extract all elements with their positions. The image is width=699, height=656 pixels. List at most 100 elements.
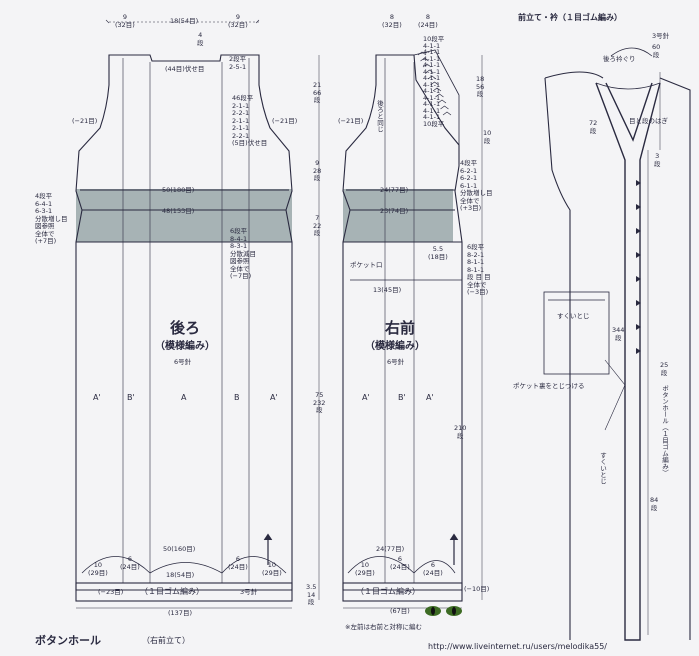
band-buttonhole-vertical: ボタンホール（１目ゴム編み） xyxy=(660,385,669,476)
buttonhole-mark xyxy=(636,300,641,306)
front-neck-steps: 10段平 4-1-1 4-1-1 4-1-1 4-1-1 4-1-1 4-1-1… xyxy=(423,35,445,128)
front-needle: 6号針 xyxy=(387,358,405,366)
front-width-24: 24(77目) xyxy=(380,186,409,194)
band-pocket-sukui: すくいとじ xyxy=(557,312,590,320)
back-total-stitches: (137目) xyxy=(168,609,192,617)
back-rib-band xyxy=(75,582,293,602)
front-outline xyxy=(342,54,463,591)
neck-chevron xyxy=(422,63,432,68)
back-height-21: 21 66 段 xyxy=(313,81,322,104)
front-symmetry-note: ※左前は右前と対称に編む xyxy=(345,623,422,631)
buttonhole-mark xyxy=(636,204,641,210)
back-bottom-6a: 6 (24目) xyxy=(120,555,140,571)
back-armhole-left: (−21目) xyxy=(72,117,98,125)
back-neck-depth: 4 段 xyxy=(197,31,204,47)
buttonhole-marks xyxy=(636,180,641,354)
front-col-3: A' xyxy=(426,393,434,402)
front-bottom-6b: 6 (24目) xyxy=(423,561,443,577)
cat-eyes-decoration xyxy=(425,606,462,616)
back-height-9: 9 28 段 xyxy=(313,159,322,182)
front-top-8b: 8 (24目) xyxy=(418,13,438,29)
front-pattern: （模様編み） xyxy=(365,341,425,352)
buttonhole-mark xyxy=(636,348,641,354)
back-side-decrease: 6段平 8-4-1 8-3-1 分散減目 図参照 全体で (−7目) xyxy=(230,227,256,280)
buttonhole-mark xyxy=(636,276,641,282)
front-same-as-back: 後ろと同じ xyxy=(375,100,384,133)
front-band-title: 前立て・衿（１目ゴム編み） xyxy=(518,13,622,22)
band-84-rows: 84 段 xyxy=(650,496,659,512)
front-side-decrease: 6段平 8-2-1 8-1-1 8-1-1 段 目 目 全体で (−3目) xyxy=(467,243,491,296)
front-pocket-55: 5.5 (18目) xyxy=(428,245,448,261)
front-title: 右前 xyxy=(385,319,416,337)
band-pocket-back: ポケット裏をとじつける xyxy=(513,382,585,390)
back-height-7: 7 22 段 xyxy=(313,214,322,237)
band-collar-strip xyxy=(595,82,661,641)
front-height-210: 210 段 xyxy=(454,424,467,440)
front-bottom-10: 10 (29目) xyxy=(355,561,375,577)
back-bottom-10b: 10 (29目) xyxy=(262,561,282,577)
front-armhole: (−21目) xyxy=(338,117,364,125)
neck-chevron xyxy=(427,75,437,80)
neck-chevron xyxy=(435,93,444,98)
band-sukui-vertical: すくいとじ xyxy=(598,452,607,485)
back-bottom-10a: 10 (29目) xyxy=(88,561,108,577)
neck-shaping-chevrons xyxy=(417,51,452,116)
back-needle: 6号針 xyxy=(174,358,192,366)
back-col-1: A' xyxy=(93,393,101,402)
neck-chevron xyxy=(440,105,449,110)
neck-chevron xyxy=(425,69,434,74)
back-pattern: （模様編み） xyxy=(155,341,215,352)
back-rib-needle: 3号針 xyxy=(240,588,258,596)
neck-chevron xyxy=(432,87,442,92)
back-top-mid-width: 18(54目) xyxy=(170,17,199,25)
neck-chevron xyxy=(430,81,439,86)
pocket-lining xyxy=(543,291,610,375)
back-title: 後ろ xyxy=(170,319,201,337)
front-yoke-band xyxy=(343,189,453,242)
back-neck-decrease-1: 2段平 2-5-1 xyxy=(229,55,247,71)
back-side-increase: 4段平 6-4-1 6-3-1 分散増し目 図参照 全体で (+7目) xyxy=(35,192,68,245)
back-neck-bind-off: (44目)伏せ目 xyxy=(165,65,205,73)
neck-chevron xyxy=(442,111,452,116)
back-col-4: B xyxy=(234,393,240,402)
back-width-50: 50(180目) xyxy=(162,186,195,194)
back-bottom-6b: 6 (24目) xyxy=(228,555,248,571)
front-top-8a: 8 (32目) xyxy=(382,13,402,29)
neck-chevron xyxy=(420,57,429,62)
buttonhole-mark xyxy=(636,180,641,186)
back-armhole-right: (−21目) xyxy=(272,117,298,125)
buttonhole-mark xyxy=(636,228,641,234)
band-join-label: 目と段のはぎ xyxy=(629,117,668,125)
source-url[interactable]: http://www.liveinternet.ru/users/melodik… xyxy=(428,642,607,651)
front-total-stitches: (67目) xyxy=(390,607,410,615)
front-col-1: A' xyxy=(362,393,370,402)
band-72-rows: 72 段 xyxy=(589,119,598,135)
band-344-rows: 344 段 xyxy=(612,326,625,342)
buttonhole-mark xyxy=(636,252,641,258)
front-width-23: 23(74目) xyxy=(380,207,409,215)
front-col-2: B' xyxy=(398,393,406,402)
front-pocket-width: 13(45目) xyxy=(373,286,402,294)
band-3-rows: 3 段 xyxy=(654,152,661,168)
back-top-left-width: 9 (32目) xyxy=(115,13,135,29)
back-height-35: 3.5 14 段 xyxy=(306,583,317,606)
buttonhole-title: ボタンホール xyxy=(35,634,101,647)
buttonhole-subtitle: （右前立て） xyxy=(142,636,190,645)
back-rib-label: （１目ゴム編み） xyxy=(140,587,204,596)
front-pocket-label: ポケット口 xyxy=(350,261,383,269)
back-rib-decrease: (−23目) xyxy=(98,588,124,596)
front-rib-label: （１目ゴム編み） xyxy=(356,587,420,596)
back-armhole-decrease: 46段平 2-1-1 2-2-1 2-1-1 2-1-1 2-2-1 (5目)伏… xyxy=(232,94,268,147)
band-body-outline xyxy=(544,71,691,640)
back-bottom-width: 50(160目) xyxy=(163,545,196,553)
back-height-75: 75 232 段 xyxy=(313,391,326,414)
band-back-neck-loop: 後ろ衿ぐり xyxy=(603,55,636,63)
back-width-48: 48(153目) xyxy=(162,207,195,215)
front-bottom-6: 6 (24目) xyxy=(390,555,410,571)
neck-chevron xyxy=(417,51,427,56)
front-rib-decrease: (−10目) xyxy=(464,585,490,593)
back-yoke-band xyxy=(76,189,292,242)
back-col-3: A xyxy=(181,393,187,402)
back-bottom-18: 18(54目) xyxy=(166,571,195,579)
